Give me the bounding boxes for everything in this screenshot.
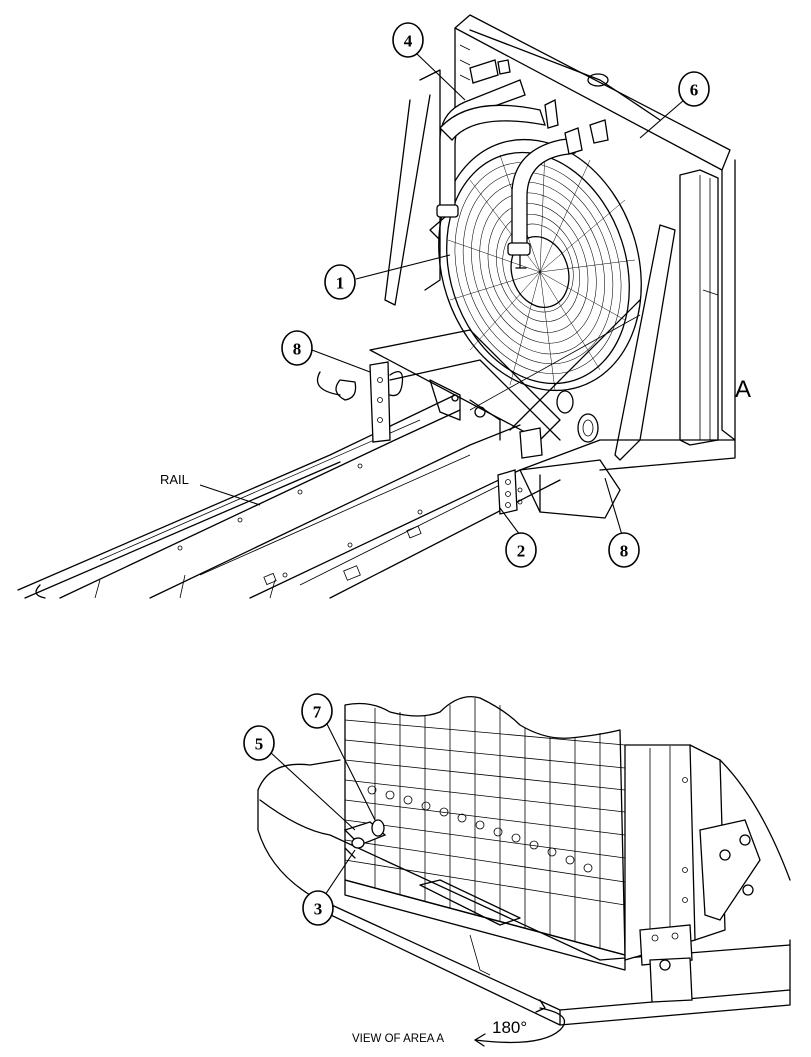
callout-4-label: 4 [404, 32, 413, 51]
callout-8-left: 8 [281, 330, 313, 366]
view-of-area-label: VIEW OF AREA A [352, 1033, 444, 1045]
side-tank [624, 744, 761, 1003]
radiator-frame [384, 14, 736, 519]
callout-3: 3 [302, 890, 334, 926]
callout-5-label: 5 [255, 735, 264, 754]
area-a-detail [257, 695, 791, 1047]
callout-8-left-label: 8 [293, 340, 302, 359]
leader-lines [199, 52, 685, 896]
callout-3-label: 3 [314, 900, 323, 919]
callout-2: 2 [505, 532, 537, 568]
fan-shroud [438, 138, 642, 392]
left-mount-bracket [316, 361, 404, 443]
callout-6-label: 6 [690, 81, 699, 100]
base-plate [257, 759, 791, 1026]
callout-8-right-label: 8 [620, 542, 629, 561]
callout-7: 7 [301, 693, 333, 729]
callout-2-label: 2 [517, 542, 526, 561]
radiator-hoses [429, 59, 609, 269]
rotation-label: 180° [492, 1018, 527, 1037]
rotation-arrow [474, 999, 566, 1047]
callout-1: 1 [324, 264, 356, 300]
callout-6: 6 [678, 71, 710, 107]
lower-mounts [497, 390, 599, 515]
callout-7-label: 7 [313, 703, 322, 722]
radiator-grille [344, 695, 626, 971]
callout-5: 5 [243, 725, 275, 761]
callout-4: 4 [392, 22, 424, 58]
cross-member [369, 329, 561, 441]
area-a-label: A [735, 376, 751, 403]
callout-8-right: 8 [608, 532, 640, 568]
mount-bolts [343, 819, 387, 859]
radiator-assembly [17, 14, 736, 599]
callout-1-label: 1 [336, 274, 345, 293]
rail-label: RAIL [160, 472, 189, 487]
